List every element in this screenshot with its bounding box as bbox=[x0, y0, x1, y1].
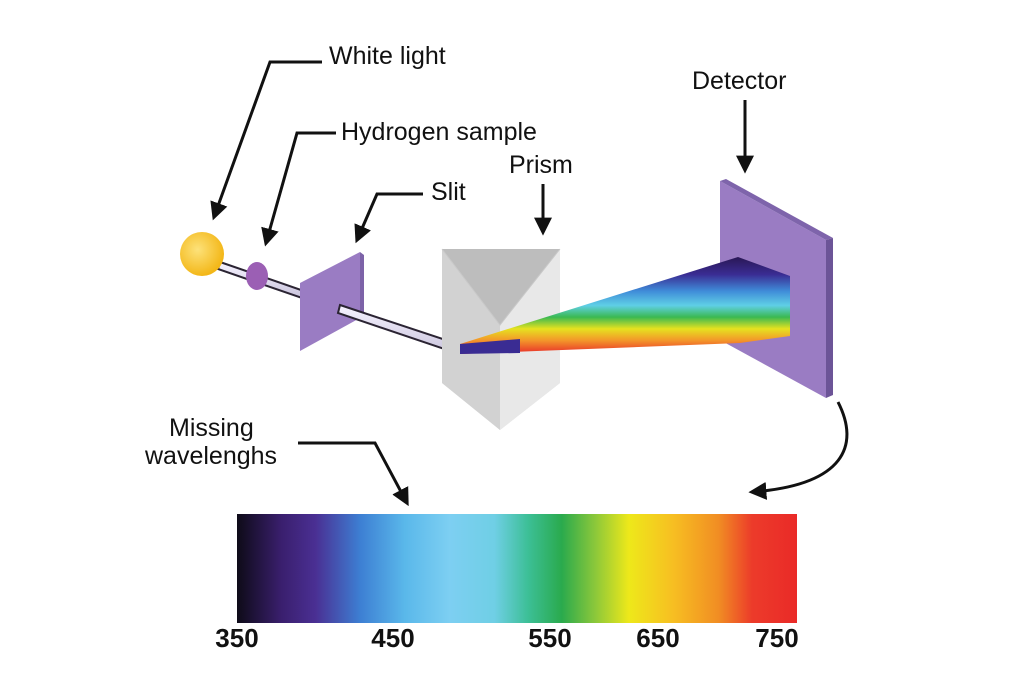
label-white-light: White light bbox=[329, 42, 446, 70]
tick-350: 350 bbox=[215, 623, 259, 653]
tick-750: 750 bbox=[755, 623, 799, 653]
tick-450: 450 bbox=[371, 623, 415, 653]
arrow-missing-wavelengths bbox=[298, 441, 409, 507]
white-light-bulb bbox=[180, 232, 224, 276]
arrows bbox=[210, 60, 849, 507]
label-missing-line1: Missing bbox=[169, 414, 254, 442]
label-prism: Prism bbox=[509, 151, 573, 179]
label-detector: Detector bbox=[692, 67, 787, 95]
tick-550: 550 bbox=[528, 623, 572, 653]
dispersed-beam bbox=[460, 257, 790, 354]
label-slit: Slit bbox=[431, 178, 466, 206]
label-missing-line2: wavelenghs bbox=[145, 442, 278, 470]
arrow-white-light bbox=[210, 60, 322, 221]
tick-650: 650 bbox=[636, 623, 680, 653]
hydrogen-sample-disc bbox=[246, 262, 268, 290]
arrow-detector-to-spectrum bbox=[748, 401, 849, 500]
spectrum-bar bbox=[237, 514, 797, 623]
slit-plate bbox=[300, 252, 364, 351]
arrow-hydrogen-sample bbox=[261, 131, 336, 247]
light-source bbox=[180, 232, 306, 300]
label-hydrogen-sample: Hydrogen sample bbox=[341, 118, 537, 146]
arrow-slit bbox=[354, 192, 423, 244]
